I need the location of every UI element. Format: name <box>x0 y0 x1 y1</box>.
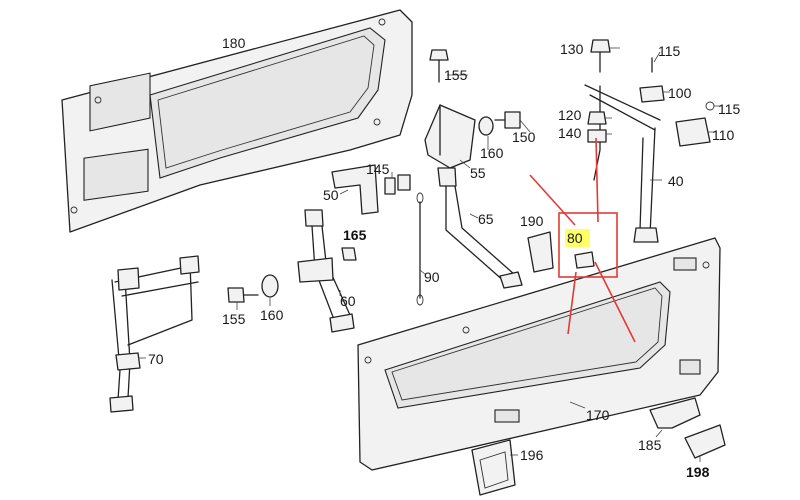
label-155-lower: 155 <box>222 311 246 327</box>
bolt-130 <box>590 39 611 73</box>
label-130: 130 <box>560 41 584 57</box>
bracket-50 <box>331 164 379 215</box>
nut-165 <box>341 247 357 261</box>
part-100 <box>639 85 665 103</box>
bracket-185 <box>649 397 701 429</box>
label-185: 185 <box>638 437 662 453</box>
highlight-box <box>558 212 618 278</box>
label-196: 196 <box>520 447 544 463</box>
frame-70 <box>109 255 200 413</box>
leader-lines <box>138 47 722 462</box>
bracket-55 <box>424 104 476 169</box>
hinge-65 <box>437 167 523 289</box>
label-180: 180 <box>222 35 246 51</box>
highlight-annotation <box>529 137 636 343</box>
label-100: 100 <box>668 85 692 101</box>
bolt-145 <box>384 174 411 195</box>
label-90: 90 <box>424 269 440 285</box>
label-120: 120 <box>558 107 582 123</box>
arrow-2 <box>595 137 599 223</box>
label-55: 55 <box>470 165 486 181</box>
label-60: 60 <box>340 293 356 309</box>
panel-180 <box>61 9 413 233</box>
label-50: 50 <box>323 187 339 203</box>
arrow-4 <box>594 261 636 343</box>
label-160-lower: 160 <box>260 307 284 323</box>
bracket-110 <box>675 101 715 147</box>
label-110: 110 <box>712 127 735 143</box>
part-190 <box>527 231 554 273</box>
label-150: 150 <box>512 129 536 145</box>
part-80 <box>574 251 595 269</box>
label-70: 70 <box>148 351 164 367</box>
bracket-196 <box>471 439 516 496</box>
cable-90 <box>416 192 424 306</box>
label-165: 165 <box>343 227 367 243</box>
label-170: 170 <box>586 407 610 423</box>
label-65: 65 <box>478 211 494 227</box>
highlight-label-bg <box>565 229 590 247</box>
panel-170 <box>357 237 721 471</box>
bolt-155-top <box>429 49 449 83</box>
label-155-top: 155 <box>444 67 468 83</box>
nut-120-140 <box>587 111 607 143</box>
bracket-198 <box>684 424 726 459</box>
label-145: 145 <box>366 161 390 177</box>
arrow-1 <box>529 174 576 226</box>
label-190: 190 <box>520 213 544 229</box>
label-115-right: 115 <box>718 101 741 117</box>
label-160-top: 160 <box>480 145 504 161</box>
arrow-3 <box>567 271 577 335</box>
callout-labels: 180 155 130 115 100 120 140 115 110 150 … <box>148 35 741 480</box>
label-80: 80 <box>567 230 583 246</box>
label-115-top: 115 <box>658 43 681 59</box>
label-40: 40 <box>668 173 684 189</box>
washer-160-bolt-150 <box>478 111 521 136</box>
hinge-60 <box>297 209 355 333</box>
label-198: 198 <box>686 464 710 480</box>
bolt-155-lower <box>227 274 279 303</box>
label-140: 140 <box>558 125 582 141</box>
